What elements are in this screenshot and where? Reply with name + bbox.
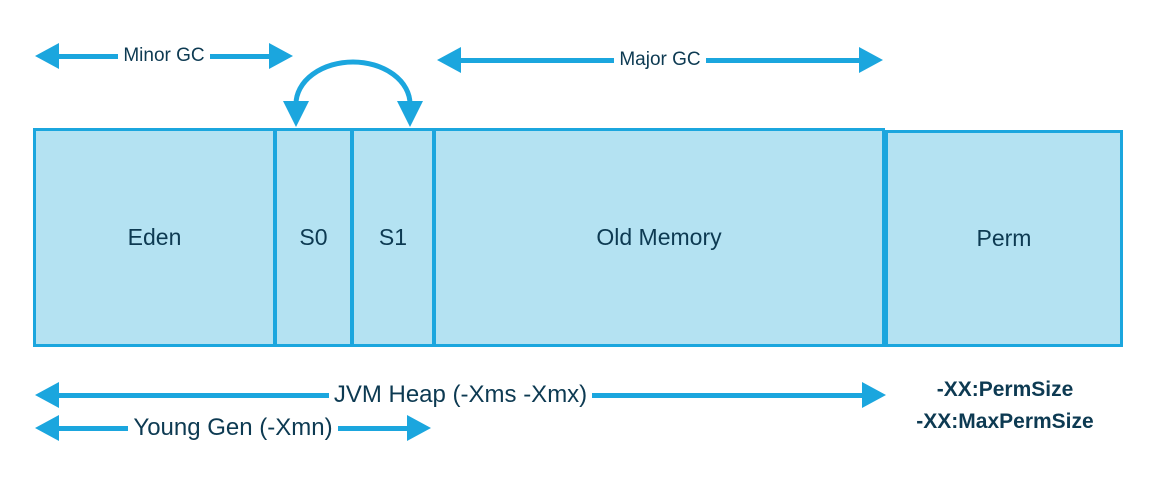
arrow-line (592, 392, 863, 398)
perm-size-flags: -XX:PermSize -XX:MaxPermSize (880, 374, 1130, 438)
arrowhead-left-icon (437, 47, 461, 73)
major-gc-label: Major GC (619, 49, 701, 70)
arrow-line (337, 425, 407, 431)
region-old-memory-label: Old Memory (596, 224, 722, 250)
young-gen-size-label: Young Gen (-Xmn) (133, 414, 333, 441)
arrowhead-right-icon (407, 415, 431, 441)
arrowhead-right-icon (269, 43, 294, 69)
jvm-heap-size-arrow: JVM Heap (-Xms -Xmx) (35, 381, 887, 409)
region-eden: Eden (36, 131, 277, 344)
region-eden-label: Eden (127, 224, 182, 250)
arrow-line (59, 53, 119, 59)
region-perm-label: Perm (976, 225, 1032, 251)
minor-gc-arrow: Minor GC (35, 42, 294, 70)
arrowhead-right-icon (859, 47, 884, 73)
region-s0: S0 (277, 131, 354, 344)
arrow-line (461, 57, 615, 63)
young-gen-size-arrow: Young Gen (-Xmn) (35, 414, 431, 442)
arrowhead-left-icon (35, 415, 59, 441)
survivor-swap-arc-icon (283, 59, 423, 127)
arrow-line (59, 425, 129, 431)
arrowhead-right-icon (862, 382, 887, 408)
arrow-line (59, 392, 329, 398)
jvm-heap-size-label: JVM Heap (-Xms -Xmx) (333, 381, 588, 408)
perm-size-flag: -XX:PermSize (936, 378, 1074, 401)
major-gc-arrow: Major GC (437, 46, 884, 74)
max-perm-size-flag: -XX:MaxPermSize (916, 410, 1094, 433)
region-s1-label: S1 (378, 224, 408, 250)
region-s1: S1 (354, 131, 436, 344)
region-perm: Perm (885, 130, 1123, 347)
arrowhead-left-icon (35, 382, 59, 408)
arrowhead-left-icon (35, 43, 59, 69)
region-s0-label: S0 (299, 224, 328, 250)
region-old-memory: Old Memory (436, 131, 882, 344)
jvm-heap-box: Eden S0 S1 Old Memory (33, 128, 885, 347)
minor-gc-label: Minor GC (123, 45, 205, 66)
arrow-line (705, 57, 860, 63)
arrow-line (209, 53, 270, 59)
